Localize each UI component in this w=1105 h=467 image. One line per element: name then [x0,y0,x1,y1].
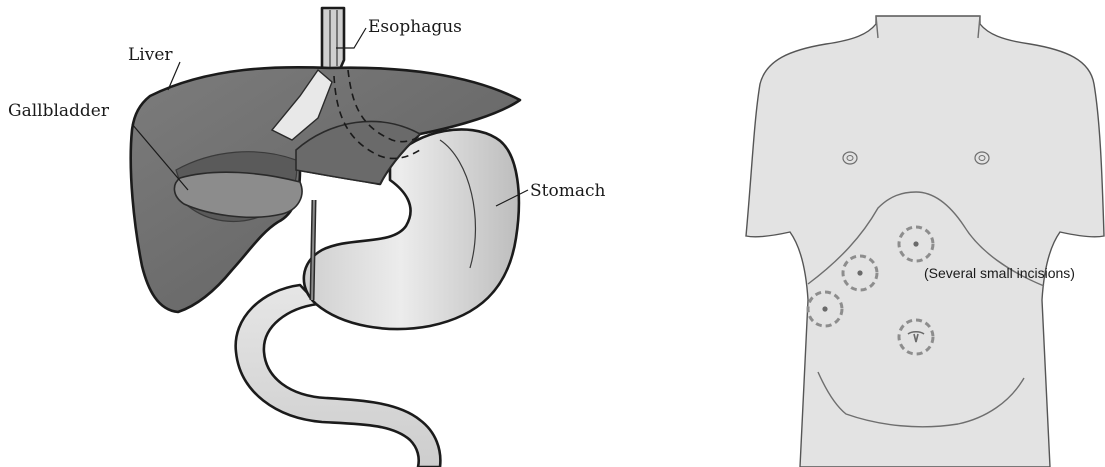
stomach-label: Stomach [530,181,605,201]
esophagus-label: Esophagus [368,17,462,37]
anatomy-illustration [131,8,528,467]
torso-shape [746,16,1104,467]
torso-illustration [746,16,1104,467]
right-nipple [975,152,989,164]
incisions-caption: (Several small incisions) [924,265,1075,281]
gallbladder-label: Gallbladder [8,101,110,121]
left-nipple [843,152,857,164]
liver-label: Liver [128,45,173,65]
